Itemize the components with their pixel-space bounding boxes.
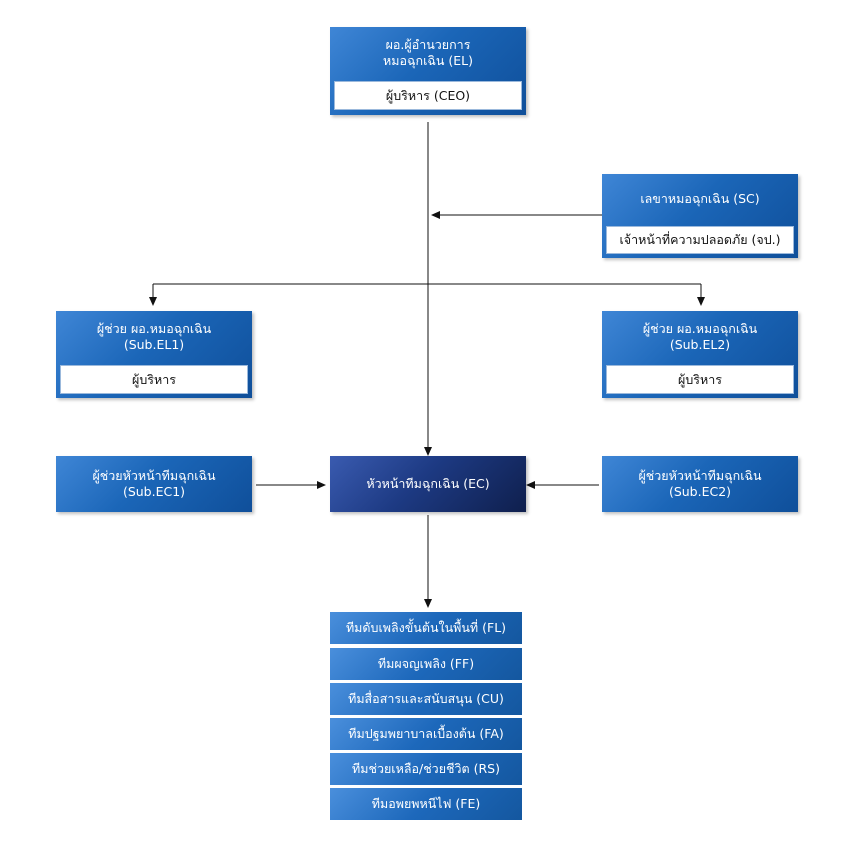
sub-ec2-title-line1: ผู้ช่วยหัวหน้าทีมฉุกเฉิน bbox=[638, 468, 762, 483]
sub-el2-title-line1: ผู้ช่วย ผอ.หมอฉุกเฉิน bbox=[642, 321, 758, 336]
ceo-box: ผอ.ผู้อำนวยการ หมอฉุกเฉิน (EL) ผู้บริหาร… bbox=[330, 27, 526, 115]
sub-ec2-box: ผู้ช่วยหัวหน้าทีมฉุกเฉิน (Sub.EC2) bbox=[602, 456, 798, 512]
sub-el1-title-line2: (Sub.EL1) bbox=[123, 337, 185, 352]
team-fe: ทีมอพยพหนีไฟ (FE) bbox=[330, 788, 522, 820]
secretary-title: เลขาหมอฉุกเฉิน (SC) bbox=[640, 191, 760, 206]
sub-ec1-title-line2: (Sub.EC1) bbox=[122, 484, 186, 499]
sub-el2-title-line2: (Sub.EL2) bbox=[669, 337, 731, 352]
ceo-role: ผู้บริหาร (CEO) bbox=[334, 81, 522, 110]
team-cu: ทีมสื่อสารและสนับสนุน (CU) bbox=[330, 683, 522, 715]
sub-el1-title-line1: ผู้ช่วย ผอ.หมอฉุกเฉิน bbox=[96, 321, 212, 336]
secretary-role: เจ้าหน้าที่ความปลอดภัย (จป.) bbox=[606, 226, 794, 254]
team-rs: ทีมช่วยเหลือ/ช่วยชีวิต (RS) bbox=[330, 753, 522, 785]
ec-title: หัวหน้าทีมฉุกเฉิน (EC) bbox=[366, 476, 490, 491]
sub-el1-box: ผู้ช่วย ผอ.หมอฉุกเฉิน (Sub.EL1) ผู้บริหา… bbox=[56, 311, 252, 398]
sub-ec1-box: ผู้ช่วยหัวหน้าทีมฉุกเฉิน (Sub.EC1) bbox=[56, 456, 252, 512]
ec-box: หัวหน้าทีมฉุกเฉิน (EC) bbox=[330, 456, 526, 512]
sub-ec2-title-line2: (Sub.EC2) bbox=[668, 484, 732, 499]
sub-el2-box: ผู้ช่วย ผอ.หมอฉุกเฉิน (Sub.EL2) ผู้บริหา… bbox=[602, 311, 798, 398]
team-fl: ทีมดับเพลิงขั้นต้นในพื้นที่ (FL) bbox=[330, 612, 522, 644]
team-fa: ทีมปฐมพยาบาลเบื้องต้น (FA) bbox=[330, 718, 522, 750]
secretary-box: เลขาหมอฉุกเฉิน (SC) เจ้าหน้าที่ความปลอดภ… bbox=[602, 174, 798, 258]
ceo-title-line2: หมอฉุกเฉิน (EL) bbox=[383, 53, 473, 68]
sub-el2-role: ผู้บริหาร bbox=[606, 365, 794, 394]
sub-ec1-title-line1: ผู้ช่วยหัวหน้าทีมฉุกเฉิน bbox=[92, 468, 216, 483]
ceo-title-line1: ผอ.ผู้อำนวยการ bbox=[385, 37, 471, 52]
sub-el1-role: ผู้บริหาร bbox=[60, 365, 248, 394]
team-ff: ทีมผจญเพลิง (FF) bbox=[330, 648, 522, 680]
